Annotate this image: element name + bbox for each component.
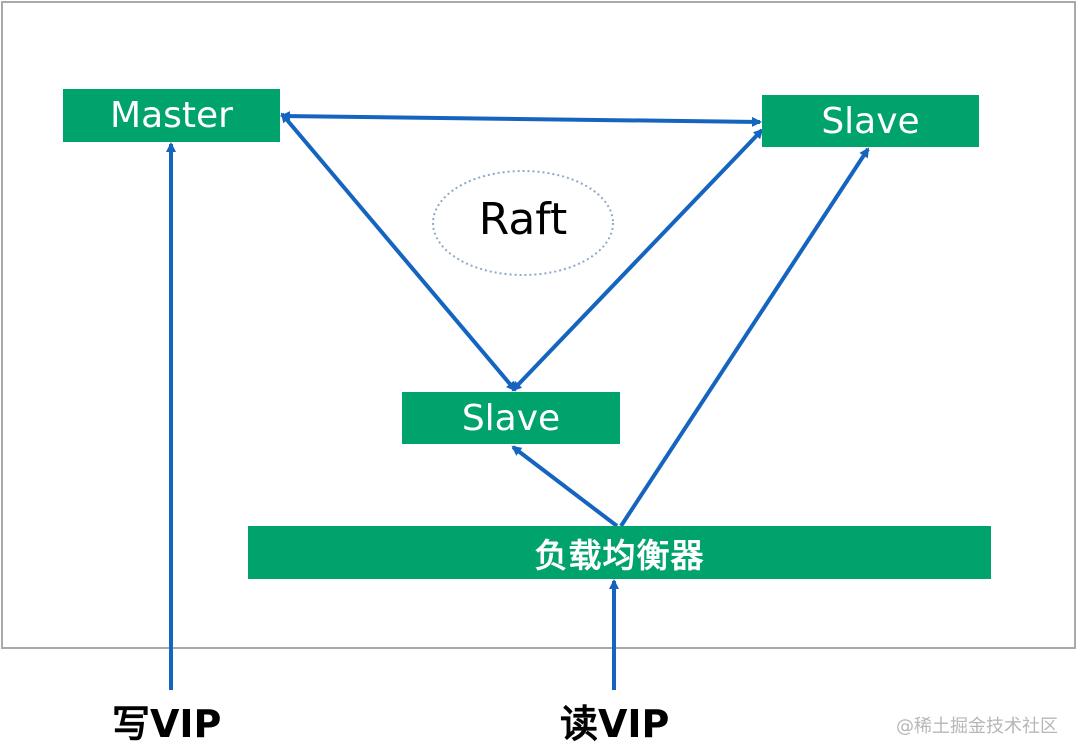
write-vip-label: 写VIP [112, 702, 222, 746]
load-balancer-node: 负载均衡器 [248, 526, 991, 579]
slave-node-bottom: Slave [402, 392, 620, 444]
arrow-master-slave-right [280, 111, 762, 127]
diagram-frame [1, 1, 1076, 649]
master-node: Master [63, 89, 280, 142]
arrow-lb-slave-right [619, 147, 870, 528]
watermark: @稀土掘金技术社区 [896, 716, 1058, 737]
raft-label: Raft [478, 194, 568, 245]
arrow-lb-slave-bottom [511, 445, 619, 528]
slave-node-right: Slave [762, 95, 979, 147]
arrow-master-slave-bottom [280, 112, 517, 392]
arrow-slave-right-slave-bottom [511, 128, 764, 392]
read-vip-label: 读VIP [560, 702, 670, 746]
